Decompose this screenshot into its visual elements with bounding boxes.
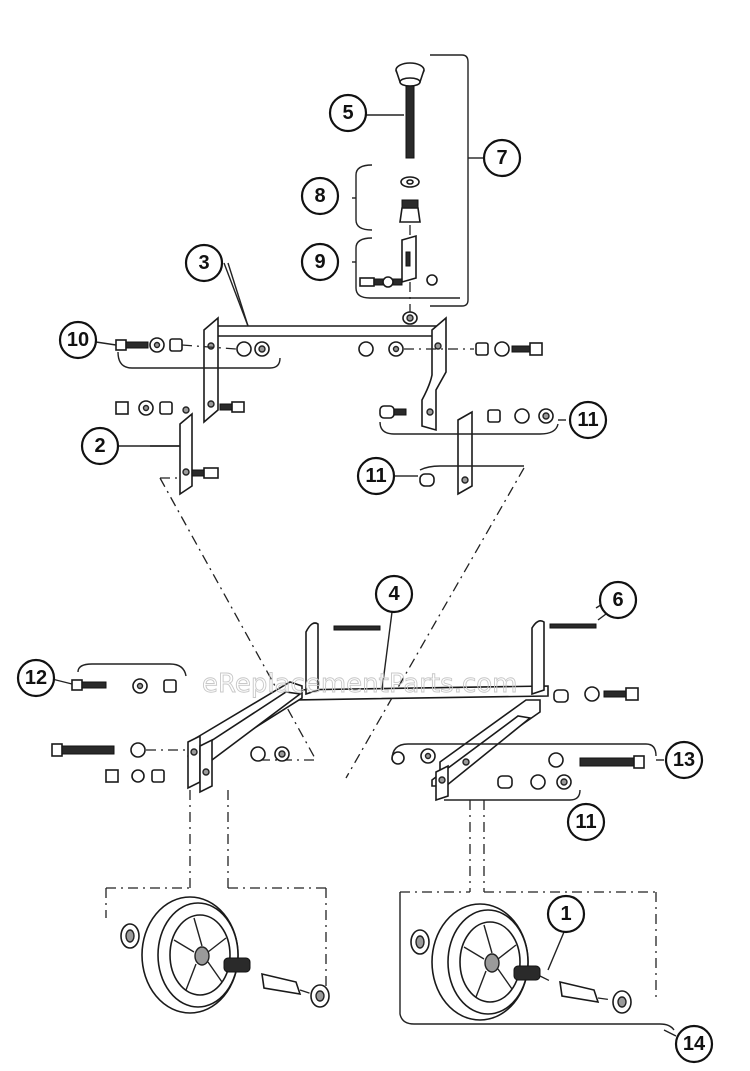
callout-9: 9 (300, 242, 340, 282)
callout-11-lower: 11 (566, 802, 606, 842)
callout-3-label: 3 (198, 252, 209, 274)
upper-frame (179, 262, 473, 496)
callout-2-label: 2 (94, 435, 105, 457)
right-wheel-assembly (410, 903, 632, 1021)
callout-8: 8 (300, 176, 340, 216)
hardware-group-13 (391, 686, 664, 810)
callout-4: 4 (374, 574, 414, 614)
callout-10-label: 10 (67, 329, 89, 351)
hardware-group-12 (71, 663, 187, 694)
callout-2: 2 (80, 426, 120, 466)
callout-3: 3 (184, 243, 224, 283)
axle-frame (187, 611, 607, 802)
callout-12-label: 12 (25, 667, 47, 689)
callout-11-upper-label: 11 (577, 409, 598, 431)
lift-rod-assembly (352, 54, 469, 325)
callout-12: 12 (16, 658, 56, 698)
callout-14-label: 14 (683, 1033, 706, 1055)
callout-9-label: 9 (314, 251, 325, 273)
left-wheel-assembly (120, 896, 330, 1014)
leader-lines (51, 114, 677, 1037)
callout-6-label: 6 (612, 589, 623, 611)
callout-11-middle-label: 11 (365, 465, 386, 487)
callout-7: 7 (482, 138, 522, 178)
callout-1-label: 1 (560, 903, 571, 925)
hardware-group-11-upper (379, 405, 566, 487)
callout-8-label: 8 (314, 185, 325, 207)
callout-1: 1 (546, 894, 586, 934)
callout-11-lower-label: 11 (575, 811, 596, 833)
callout-13: 13 (664, 740, 704, 780)
projection-lines (159, 467, 525, 779)
projection-boxes (105, 790, 675, 1031)
callout-5-label: 5 (342, 102, 353, 124)
callout-10: 10 (58, 320, 98, 360)
callout-13-label: 13 (673, 749, 695, 771)
callout-4-label: 4 (388, 583, 400, 605)
callout-5: 5 (328, 93, 368, 133)
hardware-lower-left (51, 742, 290, 783)
callout-11-middle: 11 (356, 456, 396, 496)
callout-14: 14 (674, 1024, 714, 1064)
callout-11-upper: 11 (568, 400, 608, 440)
hardware-group-10 (115, 337, 281, 369)
hardware-top-right (358, 341, 543, 357)
callout-7-label: 7 (496, 147, 507, 169)
callout-6: 6 (598, 580, 638, 620)
watermark: eReplacementParts.com (202, 669, 518, 699)
